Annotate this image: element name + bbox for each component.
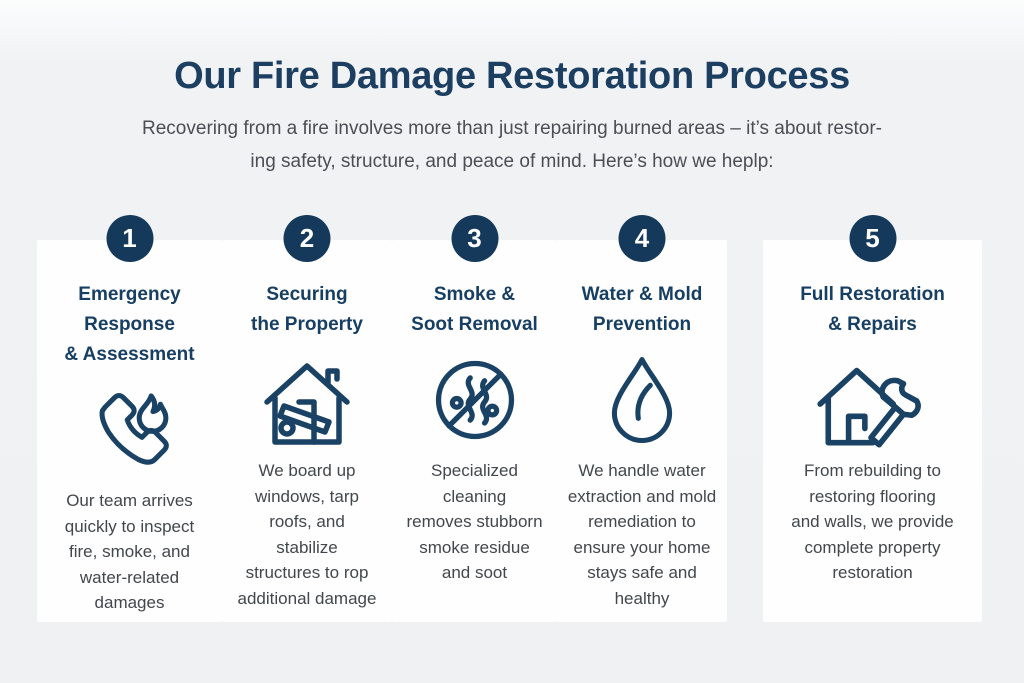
water-droplet-icon [557,344,727,456]
step-title: Water & Mold Prevention [581,284,703,335]
step-number-badge: 1 [106,215,153,262]
step-number-badge: 5 [849,215,896,262]
step-description: We board up windows, tarp roofs, and sta… [237,461,377,608]
step-description: We handle water extraction and mold reme… [567,461,717,608]
step-number: 3 [467,223,482,253]
step-number: 4 [634,223,650,253]
step-card-2: 2 Securing the Property We board up wind… [222,215,392,622]
step-number: 5 [865,223,880,253]
house-hammer-icon [763,344,982,456]
step-description: Specialized cleaning removes stubborn sm… [406,461,543,582]
step-title: Full Restoration & Repairs [800,284,945,335]
step-number: 1 [122,223,137,253]
step-card-3: 3 Smoke & Soot Removal Specialized clean… [392,215,557,622]
step-card-5: 5 Full Restoration & Repairs From rebuil… [763,215,982,622]
phone-flame-icon [37,374,222,486]
step-card-4: 4 Water & Mold Prevention We handle wate… [557,215,727,622]
header: Our Fire Damage Restoration Process Reco… [0,0,1024,178]
step-title: Securing the Property [251,284,363,335]
no-smoke-icon [392,344,557,456]
page-title: Our Fire Damage Restoration Process [174,55,850,97]
steps-row: 1 Emergency Response & Assessment Our te… [37,215,982,622]
step-number-badge: 2 [283,215,331,262]
step-card-1: 1 Emergency Response & Assessment Our te… [37,215,222,622]
step-description: From rebuilding to restoring flooring an… [791,461,954,582]
step-number-badge: 4 [618,215,666,262]
step-title: Smoke & Soot Removal [411,284,538,335]
step-number: 2 [299,223,315,253]
step-title: Emergency Response & Assessment [64,284,195,365]
boarded-house-icon [222,344,392,456]
step-description: Our team arrives quickly to inspect fire… [64,491,195,612]
page-subtitle: Recovering from a fire involves more tha… [142,118,882,172]
step-number-badge: 3 [451,215,498,262]
